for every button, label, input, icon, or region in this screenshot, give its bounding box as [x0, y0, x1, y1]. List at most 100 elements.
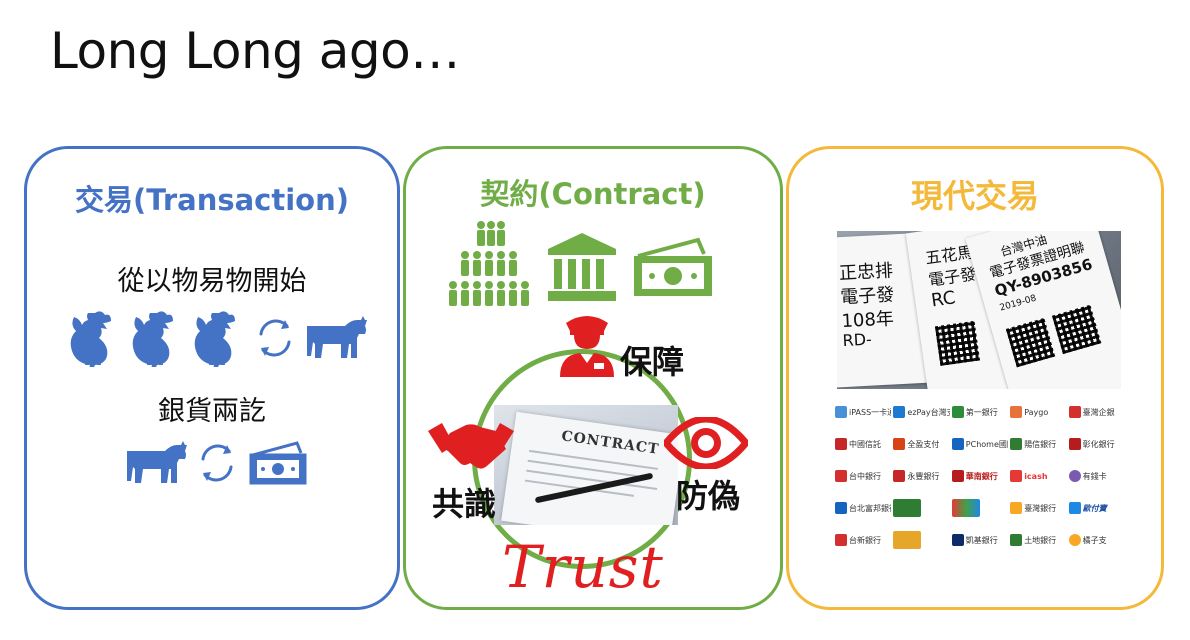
anti-fraud-label: 防偽 — [676, 477, 741, 515]
logo-text: 土地銀行 — [1024, 535, 1057, 545]
cow-icon — [125, 441, 187, 485]
logo-text: 台北富邦銀行 — [849, 503, 891, 513]
handshake-icon — [428, 417, 514, 481]
refresh-cycle-icon — [193, 439, 241, 487]
qr-code — [934, 320, 981, 366]
payment-logo: iPASS一卡通 — [835, 401, 891, 423]
payment-logo: ezPay台灣支付 — [893, 401, 950, 423]
transaction-heading: 交易(Transaction) — [74, 183, 349, 217]
consensus-label: 共識 — [432, 485, 497, 523]
logo-mark — [893, 406, 906, 418]
modern-heading: 現代交易 — [910, 177, 1039, 215]
logo-text: 台新銀行 — [849, 535, 881, 545]
payment-logo — [893, 497, 949, 519]
logo-mark — [951, 438, 964, 450]
payment-logo: 彰化銀行 — [1068, 433, 1125, 455]
cash-icon — [630, 234, 716, 300]
logo-mark — [893, 531, 922, 549]
logo-mark — [835, 534, 847, 546]
bank-building-icon — [546, 231, 618, 303]
contract-icon-row — [448, 221, 716, 313]
payment-logo: 台新銀行 — [835, 529, 891, 551]
rooster-icon — [65, 309, 121, 367]
logo-text: 永豐銀行 — [907, 471, 940, 481]
logo-text: 全盈支付 — [907, 439, 940, 449]
logo-text: 華南銀行 — [965, 471, 998, 481]
logo-text: 有錢卡 — [1082, 471, 1107, 481]
logo-mark — [1010, 470, 1023, 482]
payment-logo: 華南銀行 — [951, 465, 1008, 487]
payment-logo: icash — [1010, 465, 1066, 487]
qr-code — [1005, 317, 1056, 368]
logo-text: 第一銀行 — [965, 407, 998, 417]
payment-logo: 台中銀行 — [835, 465, 891, 487]
logo-mark — [1010, 438, 1023, 450]
logo-mark — [893, 438, 906, 450]
people-pyramid-icon — [448, 221, 534, 313]
payment-logo: 土地銀行 — [1010, 529, 1066, 551]
payment-logo: 歐付寶 — [1068, 497, 1125, 519]
logo-mark — [835, 438, 847, 450]
payment-logo: 台北富邦銀行 — [835, 497, 891, 519]
receipt-text: RC — [929, 287, 957, 312]
rooster-icon — [127, 309, 183, 367]
currency-icon-row — [125, 439, 309, 487]
logo-mark — [1010, 502, 1023, 514]
payment-logo: 中國信託 — [835, 433, 891, 455]
payment-logo: 有錢卡 — [1068, 465, 1125, 487]
logo-mark — [1068, 470, 1081, 482]
logo-mark — [893, 499, 922, 517]
logo-text: 陽信銀行 — [1024, 439, 1057, 449]
logo-text: Paygo — [1024, 407, 1049, 417]
logo-mark — [835, 502, 847, 514]
contract-photo-caption: CONTRACT — [560, 428, 661, 458]
logo-mark — [1068, 406, 1081, 418]
receipt-text: RD- — [842, 329, 873, 351]
payment-logo: 凱基銀行 — [951, 529, 1008, 551]
logo-mark — [893, 470, 906, 482]
contract-paper: CONTRACT — [501, 411, 678, 525]
logo-text: 橘子支 — [1082, 535, 1107, 545]
logo-mark — [951, 470, 964, 482]
logo-text: 臺灣企銀 — [1082, 407, 1115, 417]
logo-text: 凱基銀行 — [965, 535, 998, 545]
guarantee-label: 保障 — [620, 343, 685, 381]
logo-mark — [1010, 406, 1023, 418]
payment-logo: Paygo — [1010, 401, 1066, 423]
logo-mark — [1068, 502, 1081, 514]
rooster-icon — [189, 309, 245, 367]
payment-logo: 臺灣銀行 — [1010, 497, 1066, 519]
page-title: Long Long ago… — [50, 22, 460, 80]
modern-panel: 現代交易 正忠排 電子發 108年 RD- 五花馬 電子發 RC 台灣中油 電子… — [786, 146, 1164, 610]
eye-icon — [661, 415, 751, 473]
logo-text: 彰化銀行 — [1082, 439, 1115, 449]
logo-mark — [835, 470, 847, 482]
logo-mark — [1068, 438, 1081, 450]
logo-text: iPASS一卡通 — [849, 407, 892, 417]
contract-photo: CONTRACT — [494, 405, 678, 525]
contract-heading: 契約(Contract) — [480, 177, 706, 211]
logo-text: 歐付寶 — [1082, 503, 1107, 513]
payment-logo: 陽信銀行 — [1010, 433, 1066, 455]
logo-text: 台中銀行 — [849, 471, 881, 481]
logo-mark — [835, 406, 847, 418]
payment-logo: 臺灣企銀 — [1068, 401, 1125, 423]
payment-logo: 橘子支 — [1068, 529, 1125, 551]
payment-logo: PChome國際連 — [951, 433, 1008, 455]
cow-icon — [305, 316, 367, 360]
contract-text-line — [527, 459, 647, 479]
logo-mark — [951, 499, 980, 517]
receipt-photo: 正忠排 電子發 108年 RD- 五花馬 電子發 RC 台灣中油 電子發票證明聯… — [837, 231, 1121, 389]
refresh-cycle-icon — [251, 314, 299, 362]
transaction-panel: 交易(Transaction) 從以物易物開始 銀貨兩訖 — [24, 146, 400, 610]
guard-icon — [558, 313, 616, 381]
currency-label: 銀貨兩訖 — [158, 396, 266, 427]
logo-text: PChome國際連 — [965, 439, 1008, 449]
cash-icon — [247, 439, 309, 487]
barter-icon-row — [65, 309, 367, 367]
payment-logo — [951, 497, 1008, 519]
logo-text: 中國信託 — [849, 439, 881, 449]
receipt-text: 電子發 — [927, 264, 978, 290]
trust-label: Trust — [502, 533, 664, 601]
logo-mark — [1010, 534, 1023, 546]
